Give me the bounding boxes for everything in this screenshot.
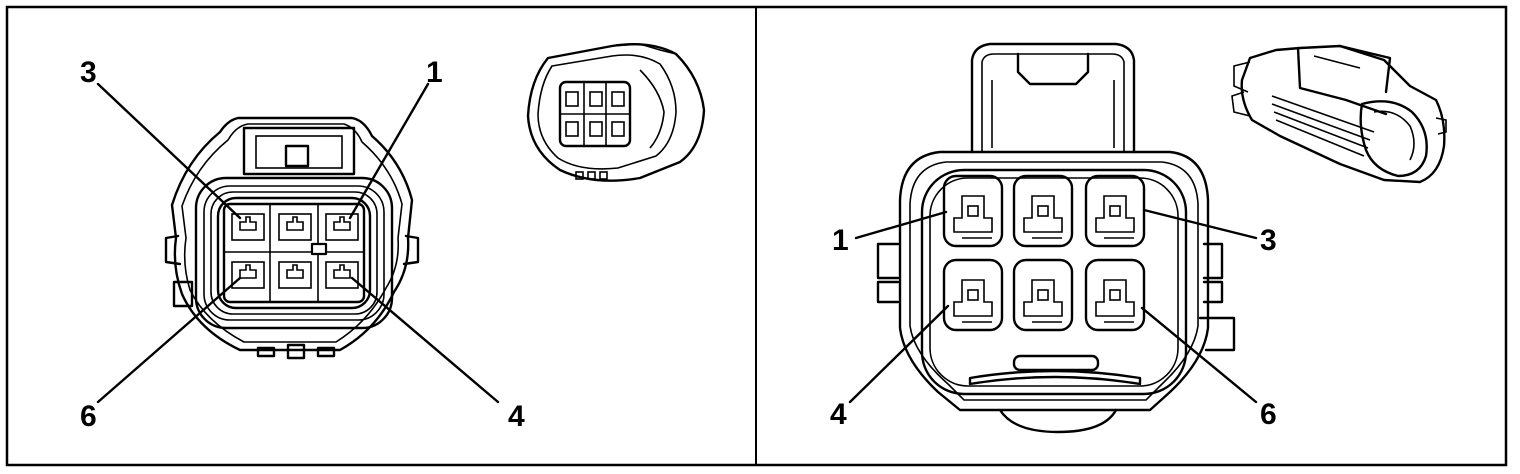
pin-label-left-bottom-right: 4 xyxy=(508,400,525,433)
pin-label-left-top-left: 3 xyxy=(80,56,97,89)
leader-line-left-top-right xyxy=(348,82,430,220)
pin-label-right-bottom-left: 4 xyxy=(830,398,847,431)
leader-line-right-bottom-right xyxy=(1140,306,1258,404)
leader-line-left-top-left xyxy=(96,82,242,220)
pin-label-left-bottom-left: 6 xyxy=(80,400,97,433)
right-connector-face-view xyxy=(848,42,1258,434)
leader-line-left-bottom-right xyxy=(350,276,500,404)
leader-line-left-bottom-left xyxy=(96,276,242,404)
left-connector-perspective-view xyxy=(526,43,706,182)
right-connector-perspective-view xyxy=(1231,44,1447,184)
pin-label-right-top-left: 1 xyxy=(832,224,849,257)
leader-line-right-top-right xyxy=(1142,208,1258,240)
pin-label-right-bottom-right: 6 xyxy=(1260,398,1277,431)
leader-line-right-top-left xyxy=(854,210,948,240)
pin-label-left-top-right: 1 xyxy=(426,56,443,89)
left-connector-face-view xyxy=(96,82,500,404)
leader-line-right-bottom-left xyxy=(848,304,950,404)
pin-label-right-top-right: 3 xyxy=(1260,224,1277,257)
